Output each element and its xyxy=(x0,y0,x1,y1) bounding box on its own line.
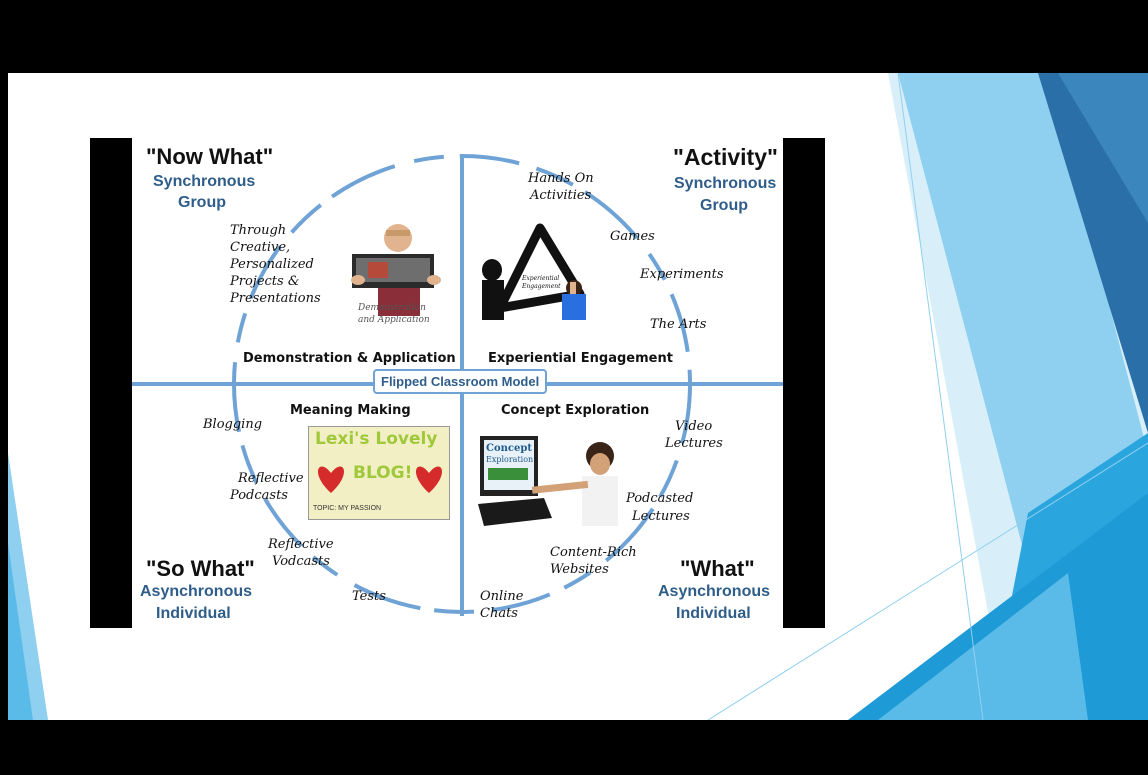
activity-mode: Synchronous xyxy=(674,175,777,192)
activity-chats: Chats xyxy=(480,606,518,621)
quadrant-label-meaning-making: Meaning Making xyxy=(290,403,411,418)
activity-lectures-1: Lectures xyxy=(665,436,723,451)
activity-activities: Activities xyxy=(530,188,592,203)
activity-podcasts: Podcasts xyxy=(230,488,288,503)
activity-creative: Creative, xyxy=(230,240,291,255)
now-what-title: "Now What" xyxy=(146,144,274,169)
letterbox-top xyxy=(0,0,1148,73)
what-group: Individual xyxy=(676,605,751,622)
activity-group: Group xyxy=(700,197,748,214)
activity-games: Games xyxy=(610,229,655,244)
activity-vodcasts: Vodcasts xyxy=(272,554,330,569)
screen-text-concept: Concept xyxy=(486,443,532,454)
so-what-mode: Asynchronous xyxy=(140,583,253,600)
blog-footer: TOPIC: MY PASSION xyxy=(313,505,382,512)
image-border-left xyxy=(90,138,132,628)
now-what-mode: Synchronous xyxy=(153,173,256,190)
what-mode: Asynchronous xyxy=(658,583,771,600)
activity-the-arts: The Arts xyxy=(650,317,707,332)
activity-hands-on: Hands On xyxy=(528,171,594,186)
photo-demonstration: Demonstration and Application xyxy=(348,220,448,330)
activity-title: "Activity" xyxy=(673,144,778,170)
activity-presentations: Presentations xyxy=(230,291,321,306)
blog-title: Lexi's Lovely xyxy=(315,429,438,449)
so-what-title: "So What" xyxy=(146,556,255,581)
photo-caption-line2: and Application xyxy=(358,315,430,325)
photo-experiential: Experiential Engagement xyxy=(474,222,599,322)
activity-experiments: Experiments xyxy=(640,267,724,282)
experiential-sign-line2: Engagement xyxy=(522,283,561,290)
activity-podcasted: Podcasted xyxy=(626,491,694,506)
so-what-group: Individual xyxy=(156,605,231,622)
photo-blog: Lexi's Lovely BLOG! TOPIC: MY PASSION xyxy=(308,426,450,520)
image-border-right xyxy=(783,138,825,628)
quadrant-label-experiential: Experiential Engagement xyxy=(488,351,673,366)
what-title: "What" xyxy=(680,556,755,581)
photo-concept-exploration: Concept Exploration xyxy=(478,434,628,530)
activity-online: Online xyxy=(480,589,524,604)
center-label: Flipped Classroom Model xyxy=(373,369,548,394)
experiential-sign-line1: Experiential xyxy=(522,275,560,282)
quadrant-label-demonstration: Demonstration & Application xyxy=(243,351,456,366)
activity-tests: Tests xyxy=(352,589,386,604)
activity-content-rich: Content-Rich xyxy=(550,545,637,560)
activity-lectures-2: Lectures xyxy=(632,509,690,524)
slide-background-decoration xyxy=(8,73,1148,720)
photo-caption-line1: Demonstration xyxy=(358,303,426,313)
slide: "Now What" Synchronous Group Through Cre… xyxy=(8,73,1148,720)
activity-blogging: Blogging xyxy=(203,417,263,432)
activity-reflective-2: Reflective xyxy=(268,537,334,552)
screen-text-exploration: Exploration xyxy=(486,455,534,464)
activity-websites: Websites xyxy=(550,562,609,577)
now-what-group: Group xyxy=(178,194,226,211)
activity-projects: Projects & xyxy=(230,274,300,289)
flipped-classroom-diagram: "Now What" Synchronous Group Through Cre… xyxy=(90,138,825,628)
blog-word: BLOG! xyxy=(353,463,413,483)
activity-personalized: Personalized xyxy=(230,257,314,272)
activity-video: Video xyxy=(675,419,713,434)
letterbox-bottom xyxy=(0,720,1148,775)
activity-reflective-1: Reflective xyxy=(238,471,304,486)
activity-through: Through xyxy=(230,223,287,238)
quadrant-label-concept-exploration: Concept Exploration xyxy=(501,403,650,418)
